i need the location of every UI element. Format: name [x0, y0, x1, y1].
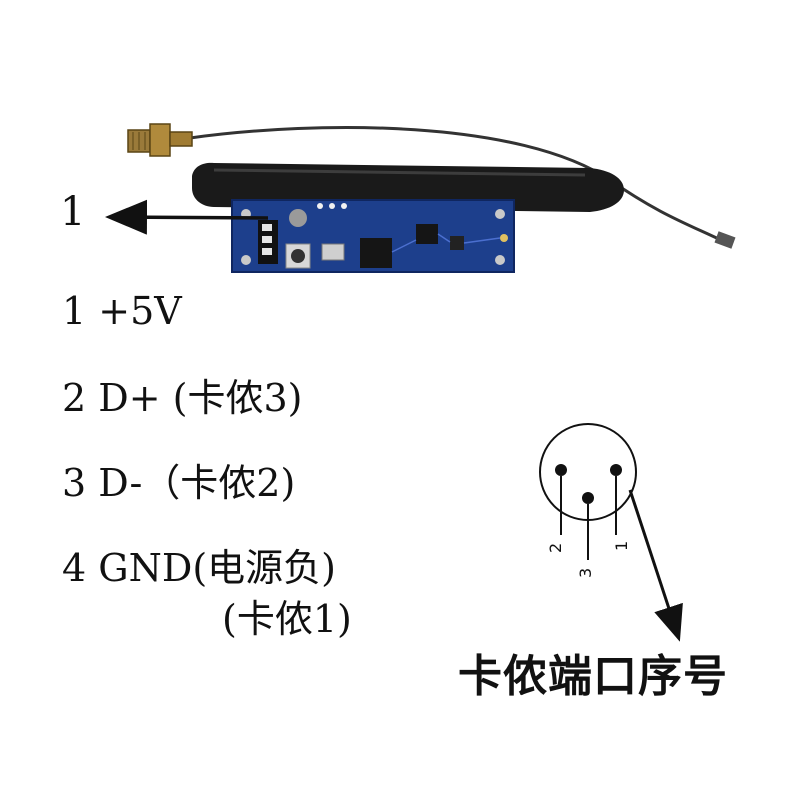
sma-connector: [127, 123, 193, 157]
pin-text: +5V: [98, 289, 182, 333]
xlr-pin-3: [582, 492, 594, 504]
pin-row-1: 1 +5V: [62, 292, 182, 330]
xlr-connector: 2 1 3: [539, 423, 637, 578]
pin-number: 2: [62, 376, 87, 420]
xlr-label-3: 3: [576, 568, 595, 578]
pin4-note: (卡侬1): [222, 597, 352, 641]
pin-marker-label: 1: [60, 189, 86, 235]
pin-row-2: 2 D+ (卡侬3): [62, 379, 303, 417]
xlr-pin-1: [610, 464, 622, 476]
xlr-label-2: 2: [546, 543, 565, 553]
xlr-pin-2: [555, 464, 567, 476]
ipex-connector: [714, 231, 736, 249]
pin-number: 3: [62, 461, 87, 505]
pin1-arrow: [105, 199, 269, 235]
pin-number: 4: [62, 546, 87, 590]
pin-row-3: 3 D-（卡侬2): [62, 464, 295, 502]
pin-row-4: 4 GND(电源负): [62, 549, 336, 587]
pcb-board: [231, 199, 515, 273]
pin-number: 1: [62, 289, 87, 333]
caption-arrow: [628, 489, 683, 642]
antenna-cable: [189, 126, 726, 244]
pin-text: GND(电源负): [98, 546, 337, 590]
pin-text: D+ (卡侬3): [98, 376, 303, 420]
pin-text: D-（卡侬2): [98, 461, 296, 505]
xlr-label-1: 1: [612, 541, 631, 551]
caption: 卡侬端口序号: [458, 651, 728, 702]
